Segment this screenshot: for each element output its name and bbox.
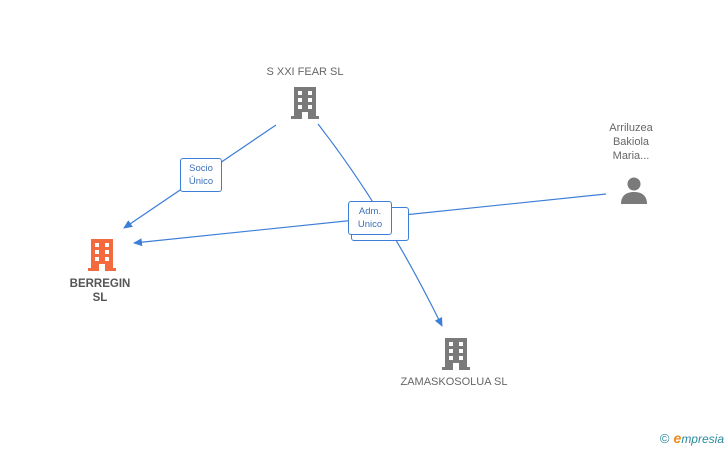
building-icon[interactable] — [289, 85, 321, 119]
edge-label-adm-unico: Adm. Unico — [348, 201, 392, 235]
node-label-arriluzea: Arriluzea Bakiola Maria... — [609, 122, 653, 162]
brand-name: mpresia — [681, 432, 724, 446]
edge-label-socio-unico: Socio Único — [180, 158, 222, 192]
node-label-berregin: BERREGIN SL — [69, 278, 131, 304]
building-icon[interactable] — [440, 336, 472, 370]
person-icon[interactable] — [619, 175, 649, 205]
brand-logo[interactable]: © empresia — [660, 430, 724, 446]
building-icon[interactable] — [86, 236, 118, 272]
brand-initial: e — [673, 430, 682, 446]
node-label-zamaskosolua: ZAMASKOSOLUA SL — [400, 376, 508, 388]
node-label-sxxi: S XXI FEAR SL — [266, 66, 344, 78]
copyright-mark: © — [659, 430, 670, 446]
